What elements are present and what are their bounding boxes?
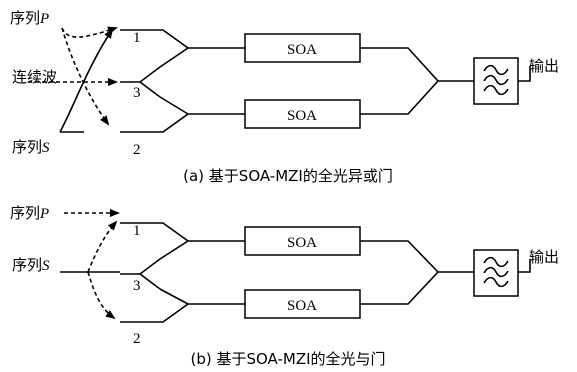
soa-top (244, 33, 361, 63)
bandpass-filter-icon (473, 249, 519, 297)
port-3-label: 3 (133, 85, 141, 101)
waveguide-port3 (120, 258, 161, 290)
port-2-label: 2 (133, 331, 141, 347)
label-sequence-s: 序列S (12, 138, 50, 156)
label-continuous-wave: 连续波 (12, 68, 57, 86)
port-1-label: 1 (133, 30, 141, 46)
soa-bottom (244, 99, 361, 129)
arrow-s-to-port1 (87, 220, 118, 273)
output-wire (518, 259, 531, 273)
output-label: 输出 (529, 248, 559, 266)
waveguide-port2 (120, 288, 245, 323)
soa-top-label: SOA (287, 235, 317, 251)
waveguide-port3 (120, 66, 161, 98)
soa-bottom-label: SOA (287, 298, 317, 314)
label-sequence-p: 序列P (10, 204, 49, 222)
arrow-s-to-port2 (87, 271, 116, 320)
soa-bottom-label: SOA (287, 108, 317, 124)
waveguide-port1 (120, 222, 245, 260)
output-wire (518, 66, 531, 82)
output-label: 输出 (529, 57, 559, 75)
waveguide-port2 (120, 96, 245, 133)
waveguide-port1 (120, 29, 245, 68)
label-sequence-s: 序列S (12, 256, 50, 274)
arrow-s-to-port1 (59, 28, 114, 133)
diagram-and: 序列P 序列S 1 3 2 SOA SOA 输出 (b) 基于SOA-MZI的全… (10, 204, 559, 368)
port-3-label: 3 (133, 278, 141, 294)
output-combiner (360, 47, 474, 115)
caption-xor: (a) 基于SOA-MZI的全光异或门 (183, 167, 393, 185)
label-sequence-p: 序列P (10, 9, 49, 27)
bandpass-filter-icon (473, 57, 519, 105)
caption-and: (b) 基于SOA-MZI的全光与门 (190, 350, 385, 368)
soa-top-label: SOA (287, 42, 317, 58)
soa-top (244, 226, 361, 256)
output-combiner (360, 240, 474, 305)
arrow-p-to-port2 (61, 27, 110, 126)
port-2-label: 2 (133, 142, 141, 158)
port-1-label: 1 (133, 223, 141, 239)
diagram-xor: 序列P 连续波 序列S 1 3 2 SOA SOA (10, 9, 559, 185)
